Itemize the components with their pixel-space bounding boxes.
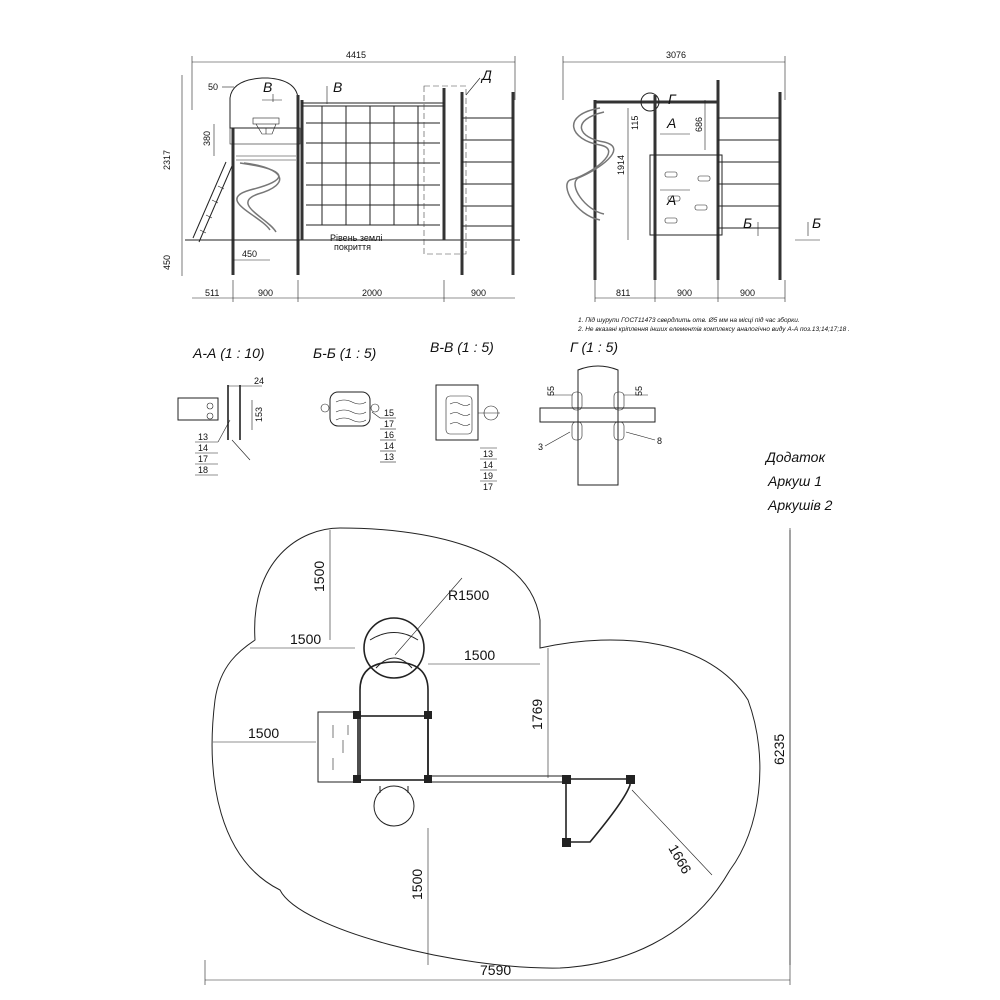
section-g-title: Г (1 : 5) bbox=[570, 339, 618, 355]
climbing-net bbox=[306, 106, 440, 226]
aa-part-1: 13 bbox=[198, 432, 208, 442]
plan-dim-left-top-1500: 1500 bbox=[290, 631, 321, 647]
aa-part-3: 17 bbox=[198, 454, 208, 464]
plan-dim-bottom-1500: 1500 bbox=[409, 869, 425, 900]
g-part-3: 3 bbox=[538, 442, 543, 452]
marker-g: Г bbox=[668, 91, 677, 107]
front-bottom-dim-2: 900 bbox=[258, 288, 273, 298]
marker-a-bottom: А bbox=[666, 192, 676, 208]
front-bottom-dim-1: 511 bbox=[205, 288, 219, 298]
plan-dim-left-1500: 1500 bbox=[248, 725, 279, 741]
side-dim-1914: 1914 bbox=[616, 155, 626, 175]
side-dim-686: 686 bbox=[694, 117, 704, 132]
side-bottom-dim-1: 811 bbox=[616, 288, 630, 298]
dim-450-inner: 450 bbox=[242, 249, 257, 259]
side-bottom-dim-2: 900 bbox=[677, 288, 692, 298]
ground-label-line2: покриття bbox=[334, 242, 371, 252]
plan-overall-width: 7590 bbox=[480, 962, 511, 978]
vv-part-2: 14 bbox=[483, 460, 493, 470]
marker-v-right: В bbox=[333, 79, 342, 95]
dim-50: 50 bbox=[208, 82, 218, 92]
section-bb: Б-Б (1 : 5) 15 17 16 14 13 bbox=[313, 345, 396, 463]
side-dim-115: 115 bbox=[630, 116, 640, 130]
bb-part-5: 13 bbox=[384, 452, 394, 462]
marker-a-top: А bbox=[666, 115, 676, 131]
plan-overall-height: 6235 bbox=[771, 734, 787, 765]
appendix-line3: Аркушів 2 bbox=[767, 497, 833, 513]
appendix-line2: Аркуш 1 bbox=[767, 473, 822, 489]
dim-380: 380 bbox=[202, 131, 212, 146]
side-dim-overall-width: 3076 bbox=[666, 50, 686, 60]
bb-part-4: 14 bbox=[384, 441, 394, 451]
note-1: 1. Під шурупи ГОСТ11473 свердлить отв. Ø… bbox=[578, 316, 800, 324]
ground-label-line1: Рівень землі bbox=[330, 233, 382, 243]
side-view: 3076 Г 1914 115 686 А А bbox=[562, 50, 850, 333]
vv-part-1: 13 bbox=[483, 449, 493, 459]
plan-view: 7590 6235 1500 R1500 1500 1500 1500 1769… bbox=[204, 527, 791, 985]
bb-part-2: 17 bbox=[384, 419, 394, 429]
vv-part-3: 19 bbox=[483, 471, 493, 481]
front-bottom-dim-3: 2000 bbox=[362, 288, 382, 298]
section-aa-title: А-А (1 : 10) bbox=[192, 345, 265, 361]
appendix-line1: Додаток bbox=[764, 449, 826, 465]
vv-part-4: 17 bbox=[483, 482, 493, 492]
aa-part-2: 14 bbox=[198, 443, 208, 453]
aa-part-4: 18 bbox=[198, 465, 208, 475]
plan-dim-1769: 1769 bbox=[529, 699, 545, 730]
section-bb-title: Б-Б (1 : 5) bbox=[313, 345, 376, 361]
dim-overall-height: 2317 bbox=[162, 150, 172, 170]
front-bottom-dim-4: 900 bbox=[471, 288, 486, 298]
side-bottom-dim-3: 900 bbox=[740, 288, 755, 298]
section-vv-title: В-В (1 : 5) bbox=[430, 339, 494, 355]
plan-dim-right-top-1500: 1500 bbox=[464, 647, 495, 663]
plan-radius: R1500 bbox=[448, 587, 489, 603]
section-vv: В-В (1 : 5) 13 14 19 17 bbox=[430, 339, 500, 492]
marker-b-left: Б bbox=[743, 215, 752, 231]
note-2: 2. Не вказані кріплення інших елементів … bbox=[577, 325, 850, 333]
aa-dim-153: 153 bbox=[254, 407, 264, 422]
section-g: Г (1 : 5) 55 55 3 8 bbox=[538, 339, 662, 486]
section-aa: А-А (1 : 10) 24 153 13 14 17 18 bbox=[177, 345, 265, 476]
marker-d: Д bbox=[480, 67, 492, 83]
marker-b-right: Б bbox=[812, 215, 821, 231]
front-view: 4415 2317 450 50 380 В В bbox=[162, 50, 520, 302]
aa-dim-24: 24 bbox=[254, 376, 264, 386]
dim-overall-width: 4415 bbox=[346, 50, 366, 60]
marker-v-left: В bbox=[263, 79, 272, 95]
bb-part-3: 16 bbox=[384, 430, 394, 440]
plan-dim-top-1500: 1500 bbox=[311, 561, 327, 592]
bb-part-1: 15 bbox=[384, 408, 394, 418]
plan-dim-1666: 1666 bbox=[665, 842, 695, 877]
g-dim-left: 55 bbox=[546, 386, 556, 396]
dim-below-ground: 450 bbox=[162, 255, 172, 270]
g-dim-right: 55 bbox=[634, 386, 644, 396]
appendix-stamp: Додаток Аркуш 1 Аркушів 2 bbox=[764, 449, 833, 513]
g-part-8: 8 bbox=[657, 436, 662, 446]
